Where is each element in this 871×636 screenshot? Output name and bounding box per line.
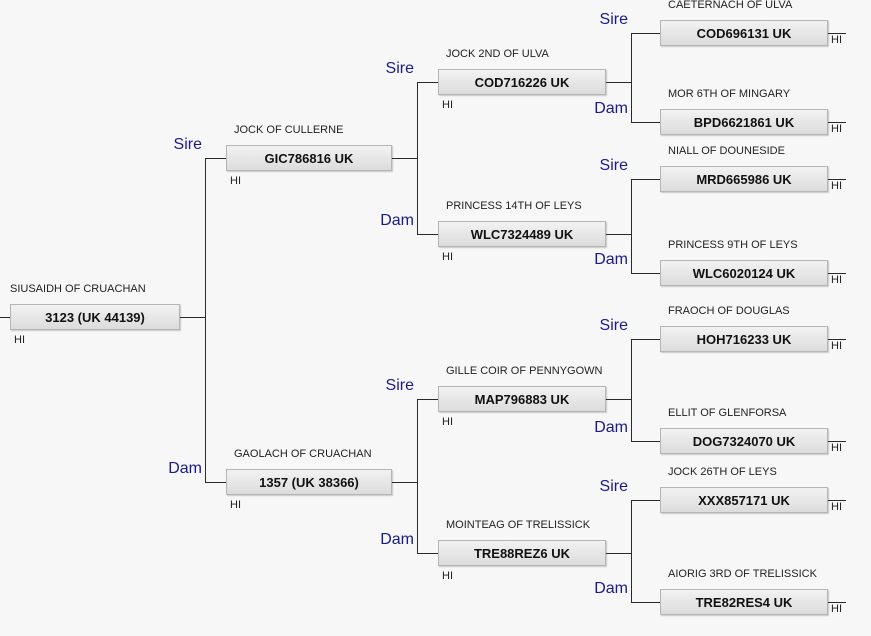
sd-name-label: PRINCESS 14TH OF LEYS [446,200,582,212]
dsd-stub-line [828,441,846,442]
d-breed-tag: HI [230,499,241,511]
sdd-stub-line [828,273,846,274]
dsd-role-label: Dam [594,419,628,436]
sss-role-label: Sire [599,11,628,28]
sd-breed-tag: HI [442,251,453,263]
dds-in-line [631,500,660,501]
ddd-in-line [631,602,660,603]
sdd-name-label: PRINCESS 9TH OF LEYS [668,239,798,251]
dds-registration-button[interactable]: XXX857171 UK [660,487,828,513]
sd-registration-button[interactable]: WLC7324489 UK [438,221,606,247]
d-role-label: Dam [168,460,202,477]
s-breed-tag: HI [230,175,241,187]
sd-in-line [417,234,438,235]
dsd-breed-tag: HI [831,442,842,454]
dds-breed-tag: HI [831,501,842,513]
sd-out-line [606,234,631,235]
sdd-registration-button[interactable]: WLC6020124 UK [660,260,828,286]
dsd-name-label: ELLIT OF GLENFORSA [668,407,787,419]
s-in-line [205,158,226,159]
root-stub-line [0,317,10,318]
s-role-label: Sire [173,136,202,153]
d-name-label: GAOLACH OF CRUACHAN [234,448,372,460]
sd-bracket-line [631,179,632,274]
d-bracket-line [417,399,418,554]
ddd-role-label: Dam [594,580,628,597]
ddd-name-label: AIORIG 3RD OF TRELISSICK [668,568,817,580]
sds-registration-button[interactable]: MRD665986 UK [660,166,828,192]
ddd-breed-tag: HI [831,603,842,615]
sss-breed-tag: HI [831,34,842,46]
ds-bracket-line [631,339,632,442]
ds-out-line [606,399,631,400]
d-out-line [392,482,417,483]
dds-stub-line [828,500,846,501]
ssd-in-line [631,122,660,123]
root-name-label: SIUSAIDH OF CRUACHAN [10,283,146,295]
ss-bracket-line [631,33,632,123]
sdd-role-label: Dam [594,251,628,268]
s-name-label: JOCK OF CULLERNE [234,124,344,136]
dd-registration-button[interactable]: TRE88REZ6 UK [438,540,606,566]
dsd-in-line [631,441,660,442]
ss-name-label: JOCK 2ND OF ULVA [446,48,549,60]
dd-out-line [606,553,631,554]
sss-in-line [631,33,660,34]
s-bracket-line [417,82,418,235]
dd-bracket-line [631,500,632,603]
sdd-breed-tag: HI [831,274,842,286]
dds-name-label: JOCK 26TH OF LEYS [668,466,777,478]
dd-role-label: Dam [380,531,414,548]
ds-role-label: Sire [385,377,414,394]
ds-breed-tag: HI [442,416,453,428]
ss-registration-button[interactable]: COD716226 UK [438,69,606,95]
sss-stub-line [828,33,846,34]
sds-name-label: NIALL OF DOUNESIDE [668,145,785,157]
ssd-breed-tag: HI [831,123,842,135]
sds-stub-line [828,179,846,180]
ddd-stub-line [828,602,846,603]
sss-name-label: CAETERNACH OF ULVA [668,0,793,11]
s-out-line [392,158,417,159]
dss-name-label: FRAOCH OF DOUGLAS [668,305,790,317]
dd-in-line [417,553,438,554]
sds-in-line [631,179,660,180]
dss-in-line [631,339,660,340]
root-breed-tag: HI [14,334,25,346]
root-bracket-line [205,158,206,483]
dss-registration-button[interactable]: HOH716233 UK [660,326,828,352]
ssd-stub-line [828,122,846,123]
ds-registration-button[interactable]: MAP796883 UK [438,386,606,412]
ss-role-label: Sire [385,60,414,77]
ds-in-line [417,399,438,400]
ssd-role-label: Dam [594,100,628,117]
dsd-registration-button[interactable]: DOG7324070 UK [660,428,828,454]
dds-role-label: Sire [599,478,628,495]
d-in-line [205,482,226,483]
sd-role-label: Dam [380,212,414,229]
ss-out-line [606,82,631,83]
sds-breed-tag: HI [831,180,842,192]
sds-role-label: Sire [599,157,628,174]
sdd-in-line [631,273,660,274]
d-registration-button[interactable]: 1357 (UK 38366) [226,469,392,495]
root-registration-button[interactable]: 3123 (UK 44139) [10,304,180,330]
sss-registration-button[interactable]: COD696131 UK [660,20,828,46]
ssd-registration-button[interactable]: BPD6621861 UK [660,109,828,135]
dss-stub-line [828,339,846,340]
dd-name-label: MOINTEAG OF TRELISSICK [446,519,591,531]
ds-name-label: GILLE COIR OF PENNYGOWN [446,365,603,377]
root-out-line [180,317,205,318]
ddd-registration-button[interactable]: TRE82RES4 UK [660,589,828,615]
dd-breed-tag: HI [442,570,453,582]
ssd-name-label: MOR 6TH OF MINGARY [668,88,791,100]
dss-role-label: Sire [599,317,628,334]
s-registration-button[interactable]: GIC786816 UK [226,145,392,171]
dss-breed-tag: HI [831,340,842,352]
ss-breed-tag: HI [442,99,453,111]
ss-in-line [417,82,438,83]
